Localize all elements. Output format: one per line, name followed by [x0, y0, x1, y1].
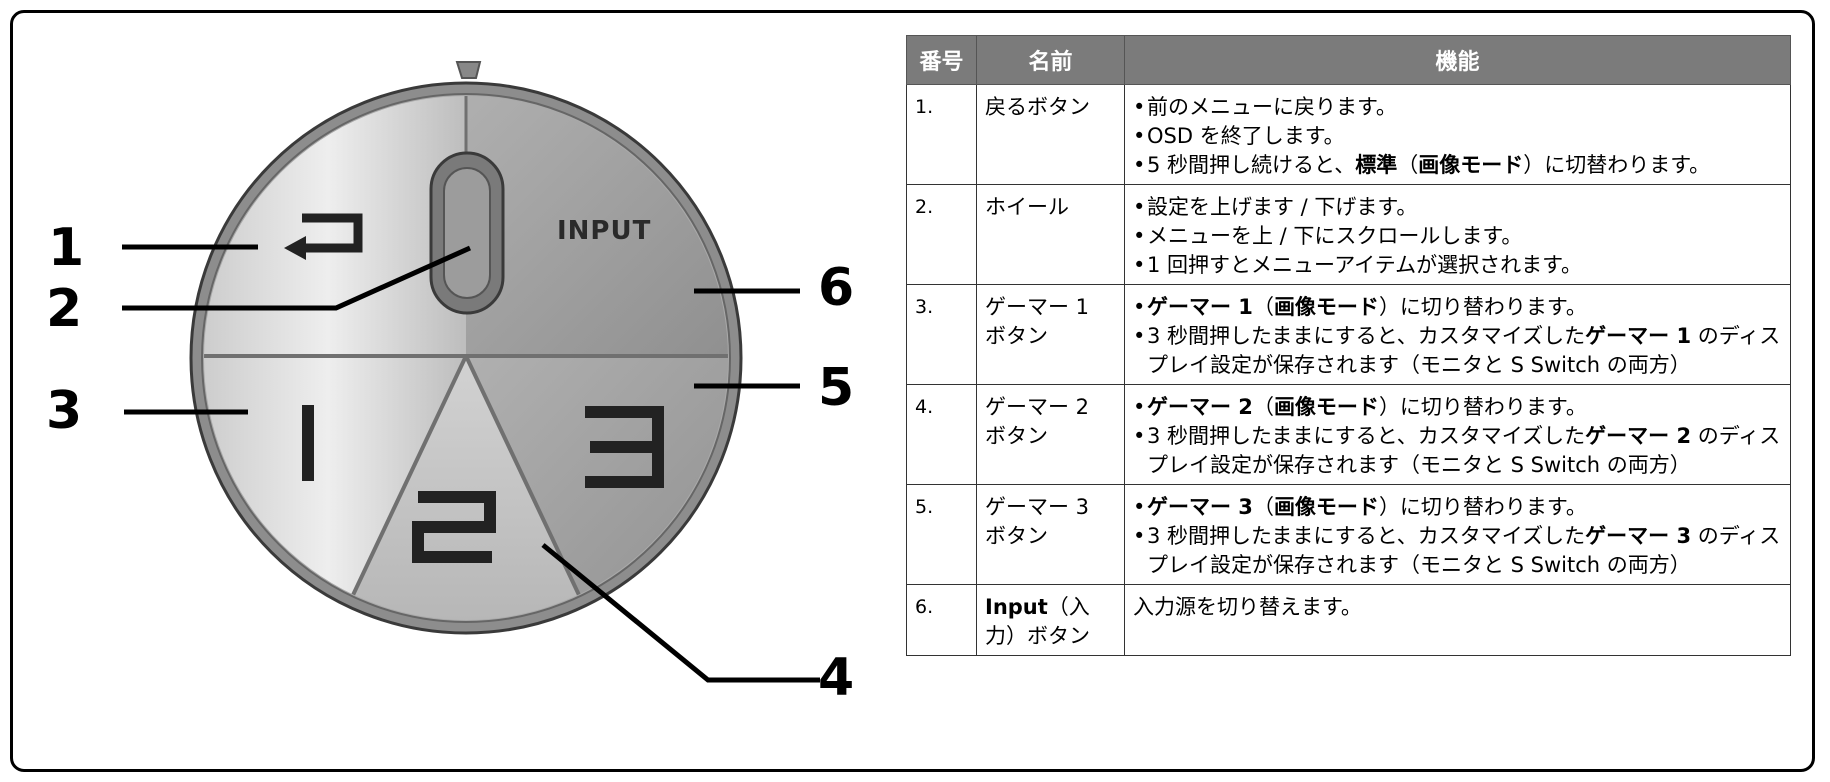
function-item: 5 秒間押し続けると、標準（画像モード）に切替わります。: [1133, 151, 1782, 180]
function-text: ）に切替わります。: [1523, 153, 1711, 177]
row-number: 6.: [906, 584, 977, 656]
row-button-name: ホイール: [976, 184, 1125, 285]
function-text: ゲーマー 2: [1147, 395, 1253, 419]
function-text: ゲーマー 3: [1585, 524, 1692, 548]
callout-6: 6: [818, 258, 855, 318]
function-list: ゲーマー 3（画像モード）に切り替わります。3 秒間押したままにすると、カスタマ…: [1133, 493, 1782, 580]
row-button-name: ゲーマー 2 ボタン: [976, 384, 1125, 485]
return-arrow-icon: [300, 213, 363, 253]
table-row: 5.ゲーマー 3 ボタンゲーマー 3（画像モード）に切り替わります。3 秒間押し…: [906, 484, 1791, 585]
row-number: 5.: [906, 484, 977, 585]
callout-1: 1: [48, 218, 85, 278]
function-item: ゲーマー 1（画像モード）に切り替わります。: [1133, 293, 1782, 322]
row-number: 1.: [906, 84, 977, 185]
function-text: 画像モード: [1418, 153, 1524, 177]
function-item: メニューを上 / 下にスクロールします。: [1133, 222, 1782, 251]
function-text: 3 秒間押したままにすると、カスタマイズした: [1147, 524, 1586, 548]
function-item: 前のメニューに戻ります。: [1133, 93, 1782, 122]
callout-5: 5: [818, 358, 855, 418]
function-text: 画像モード: [1273, 395, 1379, 419]
function-text: （: [1252, 395, 1274, 419]
row-function: 設定を上げます / 下げます。メニューを上 / 下にスクロールします。 1 回押す…: [1124, 184, 1791, 285]
row-button-name: ゲーマー 3 ボタン: [976, 484, 1125, 585]
function-list: ゲーマー 1（画像モード）に切り替わります。3 秒間押したままにすると、カスタマ…: [1133, 293, 1782, 380]
header-function: 機能: [1124, 35, 1791, 85]
row-button-name: Input（入力）ボタン: [976, 584, 1125, 656]
function-item: 1 回押すとメニューアイテムが選択されます。: [1133, 251, 1782, 280]
key-3-glyph: [585, 406, 664, 488]
function-text: のディスプレイ設定が保存されます（モニタと S Switch の両方）: [1147, 424, 1781, 477]
header-number: 番号: [906, 35, 977, 85]
function-item: ゲーマー 2（画像モード）に切り替わります。: [1133, 393, 1782, 422]
function-text: 前のメニューに戻ります。: [1147, 95, 1397, 119]
name-text: Input: [985, 595, 1048, 619]
function-text: （: [1252, 295, 1274, 319]
s-switch-diagram: INPUT 1 2 3 4 5 6: [0, 0, 900, 782]
row-function: 前のメニューに戻ります。 OSD を終了します。 5 秒間押し続けると、標準（画像モ…: [1124, 84, 1791, 185]
function-text: ゲーマー 1: [1585, 324, 1692, 348]
row-number: 2.: [906, 184, 977, 285]
function-text: ）に切り替わります。: [1378, 495, 1587, 519]
function-text: OSD を終了します。: [1147, 124, 1345, 148]
page-frame: [10, 10, 1815, 772]
row-button-name: 戻るボタン: [976, 84, 1125, 185]
key-1-glyph: [302, 405, 314, 481]
cable-icon: [455, 61, 482, 79]
function-text: 標準: [1355, 153, 1398, 177]
function-text: のディスプレイ設定が保存されます（モニタと S Switch の両方）: [1147, 524, 1781, 577]
row-function: ゲーマー 1（画像モード）に切り替わります。3 秒間押したままにすると、カスタマ…: [1124, 284, 1791, 385]
table-body: 1.戻るボタン前のメニューに戻ります。 OSD を終了します。 5 秒間押し続けると…: [906, 84, 1791, 656]
button-function-table: 番号 名前 機能 1.戻るボタン前のメニューに戻ります。 OSD を終了します。 5…: [906, 35, 1791, 656]
function-item: 3 秒間押したままにすると、カスタマイズしたゲーマー 3 のディスプレイ設定が保…: [1133, 522, 1782, 580]
function-text: 5 秒間押し続けると、: [1147, 153, 1356, 177]
row-button-name: ゲーマー 1 ボタン: [976, 284, 1125, 385]
s-switch-illustration: [122, 61, 820, 683]
row-function: ゲーマー 2（画像モード）に切り替わります。3 秒間押したままにすると、カスタマ…: [1124, 384, 1791, 485]
callout-2: 2: [46, 279, 83, 339]
function-text: 画像モード: [1273, 495, 1379, 519]
input-label: INPUT: [557, 216, 652, 246]
function-text: ）に切り替わります。: [1378, 395, 1587, 419]
function-text: 3 秒間押したままにすると、カスタマイズした: [1147, 424, 1586, 448]
function-item: ゲーマー 3（画像モード）に切り替わります。: [1133, 493, 1782, 522]
row-function: ゲーマー 3（画像モード）に切り替わります。3 秒間押したままにすると、カスタマ…: [1124, 484, 1791, 585]
function-list: 設定を上げます / 下げます。メニューを上 / 下にスクロールします。 1 回押す…: [1133, 193, 1782, 280]
function-text: 1 回押すとメニューアイテムが選択されます。: [1147, 253, 1582, 277]
header-name: 名前: [976, 35, 1125, 85]
function-item: 3 秒間押したままにすると、カスタマイズしたゲーマー 1 のディスプレイ設定が保…: [1133, 322, 1782, 380]
key-2-glyph: [412, 491, 496, 563]
function-text: のディスプレイ設定が保存されます（モニタと S Switch の両方）: [1147, 324, 1781, 377]
table-row: 1.戻るボタン前のメニューに戻ります。 OSD を終了します。 5 秒間押し続けると…: [906, 84, 1791, 185]
function-text: 3 秒間押したままにすると、カスタマイズした: [1147, 324, 1586, 348]
table-row: 4.ゲーマー 2 ボタンゲーマー 2（画像モード）に切り替わります。3 秒間押し…: [906, 384, 1791, 485]
table-row: 2.ホイール設定を上げます / 下げます。メニューを上 / 下にスクロールします…: [906, 184, 1791, 285]
function-text: ゲーマー 1: [1147, 295, 1253, 319]
callout-3: 3: [46, 381, 83, 441]
function-list: ゲーマー 2（画像モード）に切り替わります。3 秒間押したままにすると、カスタマ…: [1133, 393, 1782, 480]
function-text: 設定を上げます / 下げます。: [1147, 195, 1418, 219]
function-item: OSD を終了します。: [1133, 122, 1782, 151]
table-row: 3.ゲーマー 1 ボタンゲーマー 1（画像モード）に切り替わります。3 秒間押し…: [906, 284, 1791, 385]
function-text: ）に切り替わります。: [1378, 295, 1587, 319]
table-row: 6.Input（入力）ボタン入力源を切り替えます。: [906, 584, 1791, 656]
table-header-row: 番号 名前 機能: [906, 35, 1791, 85]
function-text: （: [1252, 495, 1274, 519]
function-text: 画像モード: [1273, 295, 1379, 319]
function-item: 設定を上げます / 下げます。: [1133, 193, 1782, 222]
function-text: ゲーマー 2: [1585, 424, 1692, 448]
function-text: ゲーマー 3: [1147, 495, 1253, 519]
function-text: メニューを上 / 下にスクロールします。: [1147, 224, 1523, 248]
function-item: 3 秒間押したままにすると、カスタマイズしたゲーマー 2 のディスプレイ設定が保…: [1133, 422, 1782, 480]
row-function: 入力源を切り替えます。: [1124, 584, 1791, 656]
name-text: （入力）ボタン: [985, 595, 1090, 648]
function-text: （: [1397, 153, 1419, 177]
function-list: 前のメニューに戻ります。 OSD を終了します。 5 秒間押し続けると、標準（画像モ…: [1133, 93, 1782, 180]
row-number: 3.: [906, 284, 977, 385]
callout-4: 4: [818, 648, 855, 708]
row-number: 4.: [906, 384, 977, 485]
